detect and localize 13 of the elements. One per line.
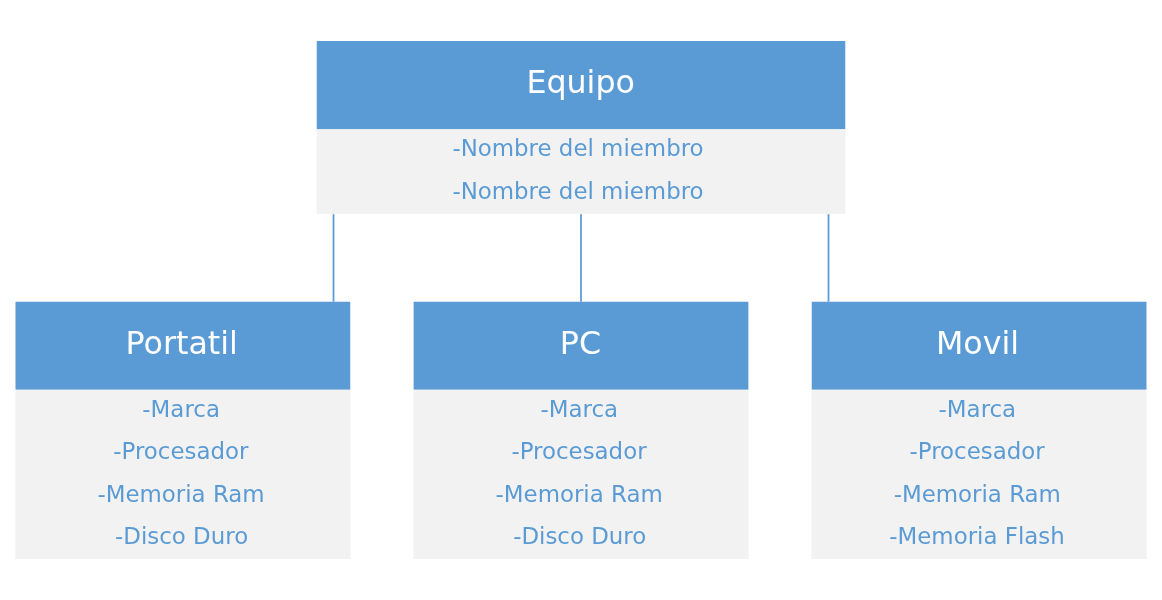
connector	[827, 213, 830, 303]
node-label: -Memoria Ram	[495, 480, 663, 507]
node-label: -Disco Duro	[513, 522, 647, 549]
connector	[332, 213, 335, 303]
node-label: -Memoria Flash	[889, 522, 1065, 549]
node-label: -Memoria Ram	[893, 480, 1061, 507]
node-label: -Memoria Ram	[97, 480, 265, 507]
connector	[580, 213, 582, 303]
node-label: -Disco Duro	[115, 522, 249, 549]
node-label: -Procesador	[909, 438, 1045, 465]
node-label: -Procesador	[511, 438, 647, 465]
node-label: -Nombre del miembro	[452, 177, 704, 204]
node-label: -Procesador	[113, 438, 249, 465]
